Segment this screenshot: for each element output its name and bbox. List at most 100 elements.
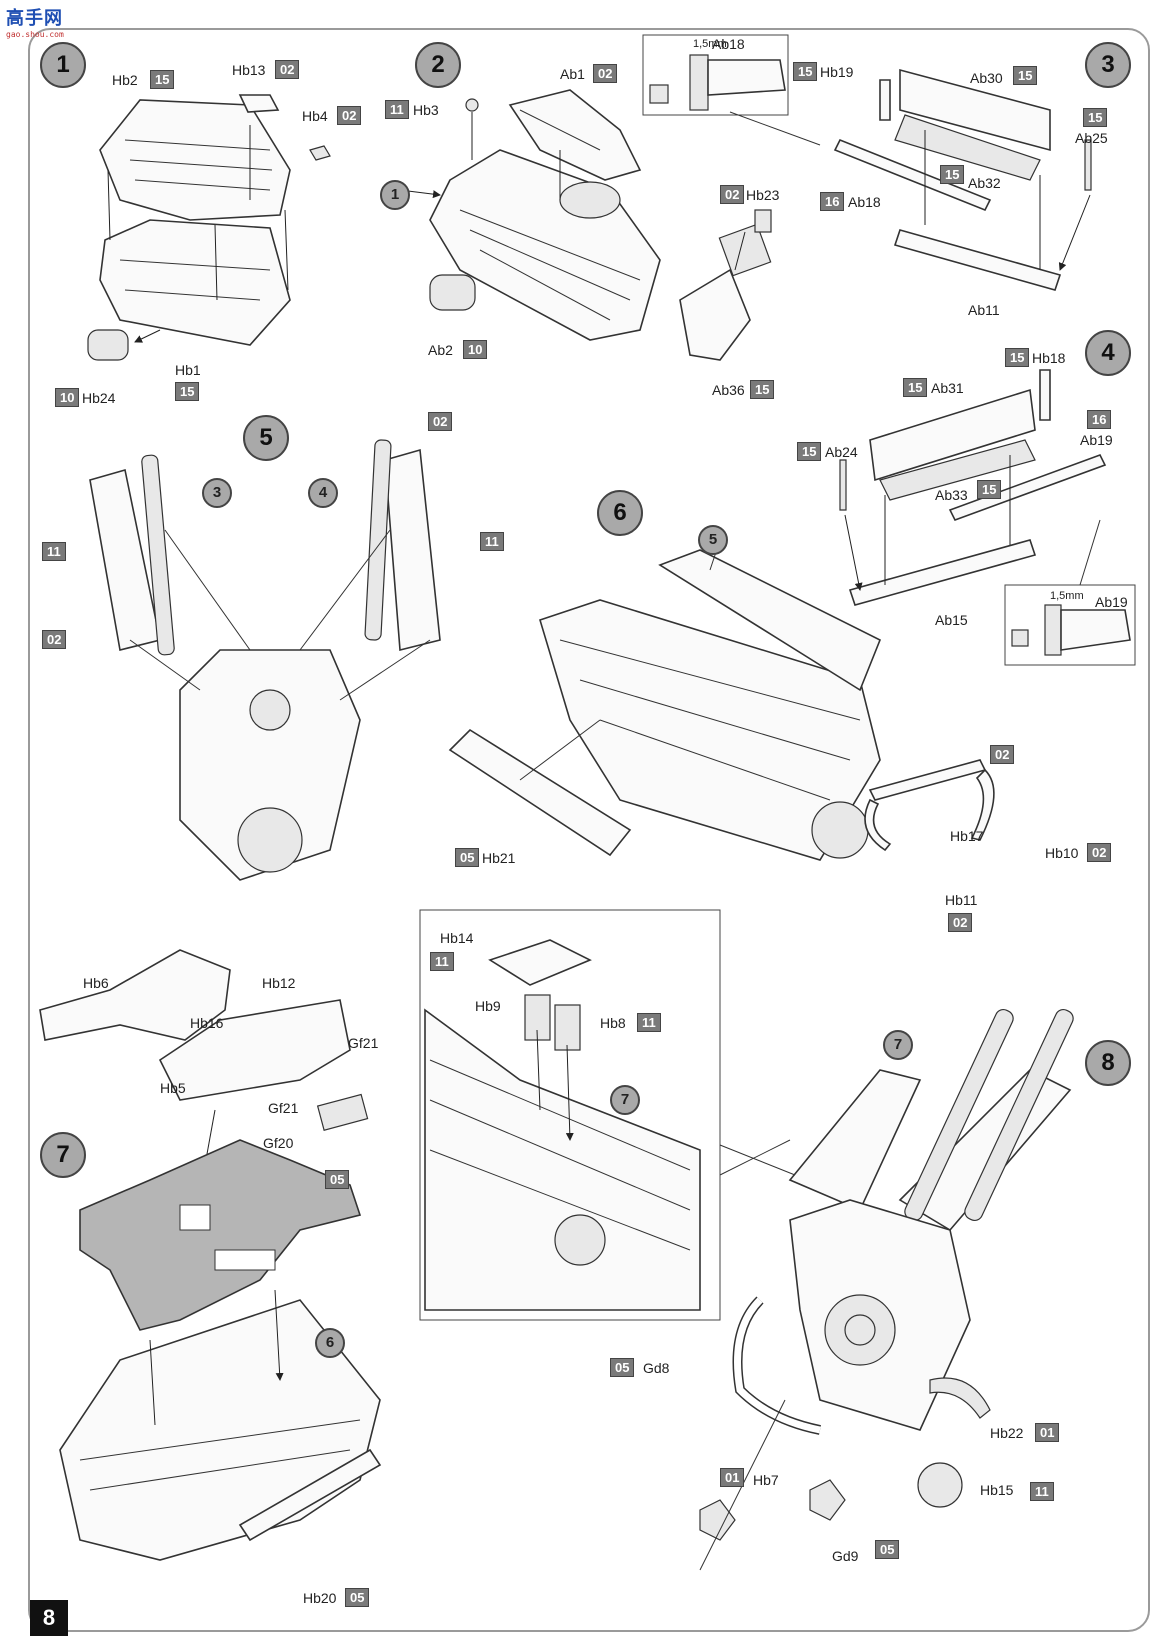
part-label: Ab18 — [848, 194, 881, 210]
part-label: Gd9 — [832, 1548, 859, 1564]
step-number: 6 — [597, 490, 643, 536]
sprue-badge: 01 — [1035, 1423, 1060, 1442]
part-label: Hb24 — [82, 390, 116, 406]
part-label: Hb7 — [753, 1472, 779, 1488]
part-label: Hb14 — [440, 930, 474, 946]
sprue-badge: 15 — [797, 442, 822, 461]
sprue-badge: 15 — [793, 62, 818, 81]
part-label: Hb21 — [482, 850, 516, 866]
watermark-title: 高手网 — [6, 8, 63, 28]
part-label: Gf20 — [263, 1135, 294, 1151]
part-label: Hb2 — [112, 72, 138, 88]
part-label: Hb22 — [990, 1425, 1024, 1441]
sprue-badge: 15 — [1083, 108, 1108, 127]
sprue-badge: 11 — [385, 100, 409, 119]
part-label: Hb1 — [175, 362, 201, 378]
sprue-badge: 02 — [275, 60, 300, 79]
part-label: Hb16 — [190, 1015, 224, 1031]
sprue-badge: 02 — [720, 185, 745, 204]
part-label: Hb4 — [302, 108, 328, 124]
part-label: Ab36 — [712, 382, 745, 398]
sprue-badge: 16 — [1087, 410, 1112, 429]
page-frame — [28, 28, 1150, 1632]
step6-illustration — [448, 539, 995, 861]
sprue-badge: 02 — [990, 745, 1015, 764]
part-label: Hb15 — [980, 1482, 1014, 1498]
part-label: Hb19 — [820, 64, 854, 80]
part-label: Hb18 — [1032, 350, 1066, 366]
step-reference: 1 — [380, 180, 410, 210]
step-number: 4 — [1085, 330, 1131, 376]
inset-step8 — [419, 909, 796, 1321]
part-label: Ab25 — [1075, 130, 1108, 146]
part-label: Hb9 — [475, 998, 501, 1014]
part-label: Hb17 — [950, 828, 984, 844]
sprue-badge: 05 — [610, 1358, 635, 1377]
part-label: Gd8 — [643, 1360, 670, 1376]
sprue-badge: 01 — [720, 1468, 745, 1487]
part-label: Hb11 — [945, 892, 978, 908]
step3-illustration — [833, 68, 1092, 291]
step4-illustration — [839, 369, 1107, 606]
part-label: Hb13 — [232, 62, 266, 78]
part-label: Hb23 — [746, 187, 780, 203]
step2-illustration — [399, 89, 772, 361]
measurement-label: 1,5mm — [693, 38, 727, 50]
part-label: Ab2 — [428, 342, 453, 358]
part-label: Ab31 — [931, 380, 964, 396]
sprue-badge: 05 — [325, 1170, 350, 1189]
step-number: 7 — [40, 1132, 86, 1178]
sprue-badge: 02 — [1087, 843, 1112, 862]
step8-illustration — [699, 1009, 1074, 1571]
sprue-badge: 02 — [42, 630, 67, 649]
part-label: Hb8 — [600, 1015, 626, 1031]
part-label: Ab30 — [970, 70, 1003, 86]
sprue-badge: 05 — [455, 848, 480, 867]
inset-step3 — [642, 34, 821, 146]
sprue-badge: 15 — [150, 70, 175, 89]
sprue-badge: 16 — [820, 192, 845, 211]
part-label: Ab24 — [825, 444, 858, 460]
sprue-badge: 11 — [42, 542, 66, 561]
measurement-label: 1,5mm — [1050, 590, 1084, 602]
step-reference: 7 — [610, 1085, 640, 1115]
sprue-badge: 15 — [750, 380, 775, 399]
sprue-badge: 02 — [428, 412, 453, 431]
sprue-badge: 05 — [875, 1540, 900, 1559]
step-reference: 5 — [698, 525, 728, 555]
part-label: Hb3 — [413, 102, 439, 118]
step-reference: 3 — [202, 478, 232, 508]
step7-illustration — [39, 949, 382, 1561]
sprue-badge: 02 — [593, 64, 618, 83]
part-label: Hb20 — [303, 1590, 337, 1606]
step-reference: 7 — [883, 1030, 913, 1060]
part-label: Gf21 — [268, 1100, 299, 1116]
step5-illustration — [89, 439, 441, 881]
sprue-badge: 10 — [463, 340, 488, 359]
sprue-badge: 11 — [480, 532, 504, 551]
part-label: Ab15 — [935, 612, 968, 628]
step-number: 5 — [243, 415, 289, 461]
part-label: Hb5 — [160, 1080, 186, 1096]
part-label: Hb6 — [83, 975, 109, 991]
part-label: Ab18 — [712, 36, 745, 52]
part-label: Hb10 — [1045, 845, 1079, 861]
sprue-badge: 15 — [977, 480, 1002, 499]
watermark-logo: 高手网 gao.shou.com — [6, 4, 76, 39]
sprue-badge: 15 — [1005, 348, 1030, 367]
sprue-badge: 15 — [175, 382, 200, 401]
sprue-badge: 11 — [430, 952, 454, 971]
part-label: Ab32 — [968, 175, 1001, 191]
step-number: 3 — [1085, 42, 1131, 88]
part-label: Ab11 — [968, 302, 1000, 318]
sprue-badge: 15 — [1013, 66, 1038, 85]
sprue-badge: 11 — [637, 1013, 661, 1032]
part-label: Ab1 — [560, 66, 585, 82]
watermark-url: gao.shou.com — [6, 30, 64, 39]
part-label: Ab33 — [935, 487, 968, 503]
step-number: 8 — [1085, 1040, 1131, 1086]
sprue-badge: 02 — [337, 106, 362, 125]
sprue-badge: 11 — [1030, 1482, 1054, 1501]
sprue-badge: 15 — [903, 378, 928, 397]
